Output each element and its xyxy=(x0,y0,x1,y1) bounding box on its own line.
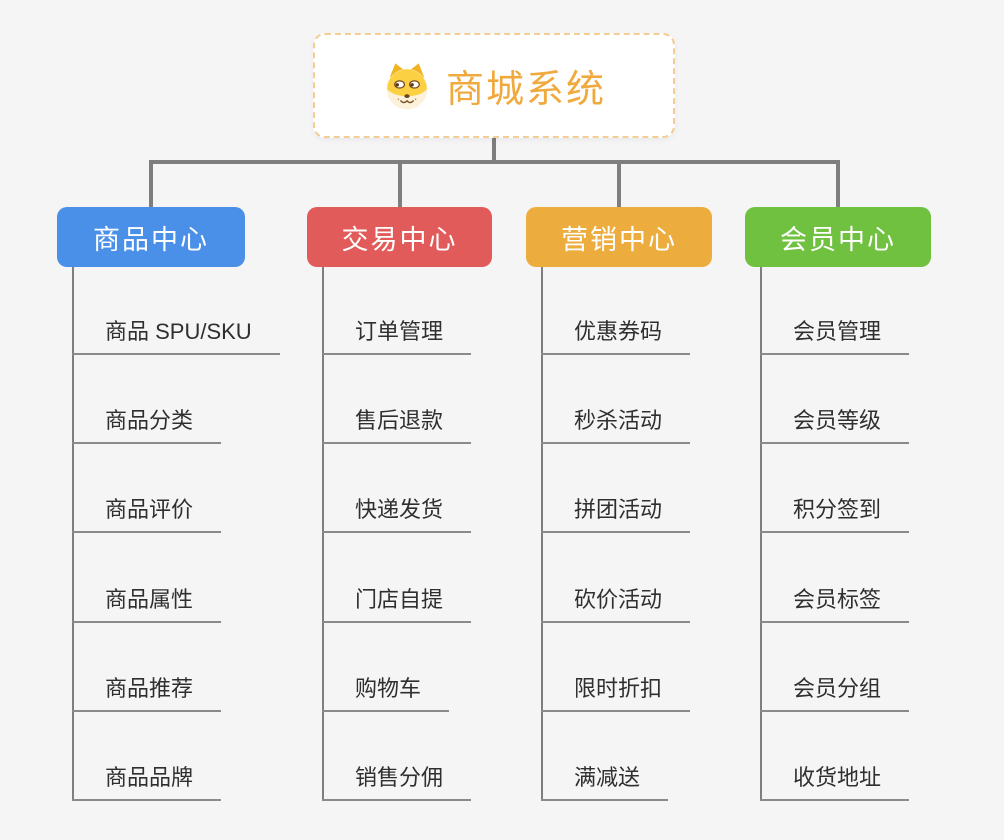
leaf-item[interactable]: 商品推荐 xyxy=(72,674,222,712)
leaf-item[interactable]: 秒杀活动 xyxy=(541,406,691,444)
branch-marketing-center[interactable]: 营销中心 xyxy=(526,207,712,267)
connector-root-drop xyxy=(492,138,496,162)
leaf-item[interactable]: 收货地址 xyxy=(760,763,910,801)
trunk-marketing xyxy=(541,267,543,801)
connector-horizontal xyxy=(149,160,840,164)
leaf-item[interactable]: 商品分类 xyxy=(72,406,222,444)
dog-face-icon xyxy=(386,62,428,109)
leaf-item[interactable]: 售后退款 xyxy=(322,406,472,444)
leaf-item[interactable]: 购物车 xyxy=(322,674,450,712)
branch-member-center[interactable]: 会员中心 xyxy=(745,207,931,267)
connector-drop-member xyxy=(836,162,840,207)
leaf-item[interactable]: 会员管理 xyxy=(760,317,910,355)
leaf-item[interactable]: 快递发货 xyxy=(322,495,472,533)
trunk-trade xyxy=(322,267,324,801)
leaf-item[interactable]: 优惠券码 xyxy=(541,317,691,355)
leaf-item[interactable]: 订单管理 xyxy=(322,317,472,355)
connector-drop-marketing xyxy=(617,162,621,207)
leaf-item[interactable]: 拼团活动 xyxy=(541,495,691,533)
leaf-item[interactable]: 门店自提 xyxy=(322,585,472,623)
root-title: 商城系统 xyxy=(445,69,606,111)
leaf-item[interactable]: 会员标签 xyxy=(760,585,910,623)
trunk-member xyxy=(760,267,762,801)
leaf-item[interactable]: 积分签到 xyxy=(760,495,910,533)
connector-drop-trade xyxy=(398,162,402,207)
leaf-item[interactable]: 商品评价 xyxy=(72,495,222,533)
trunk-product xyxy=(72,267,74,801)
leaf-item[interactable]: 商品属性 xyxy=(72,585,222,623)
branch-product-center[interactable]: 商品中心 xyxy=(57,207,245,267)
leaf-item[interactable]: 销售分佣 xyxy=(322,763,472,801)
branch-trade-center[interactable]: 交易中心 xyxy=(307,207,492,267)
leaf-item[interactable]: 限时折扣 xyxy=(541,674,691,712)
leaf-item[interactable]: 会员分组 xyxy=(760,674,910,712)
root-node[interactable]: 商城系统 xyxy=(313,33,675,138)
connector-drop-product xyxy=(149,162,153,207)
leaf-item[interactable]: 商品 SPU/SKU xyxy=(72,317,280,355)
leaf-item[interactable]: 商品品牌 xyxy=(72,763,222,801)
leaf-item[interactable]: 满减送 xyxy=(541,763,669,801)
leaf-item[interactable]: 会员等级 xyxy=(760,406,910,444)
leaf-item[interactable]: 砍价活动 xyxy=(541,585,691,623)
